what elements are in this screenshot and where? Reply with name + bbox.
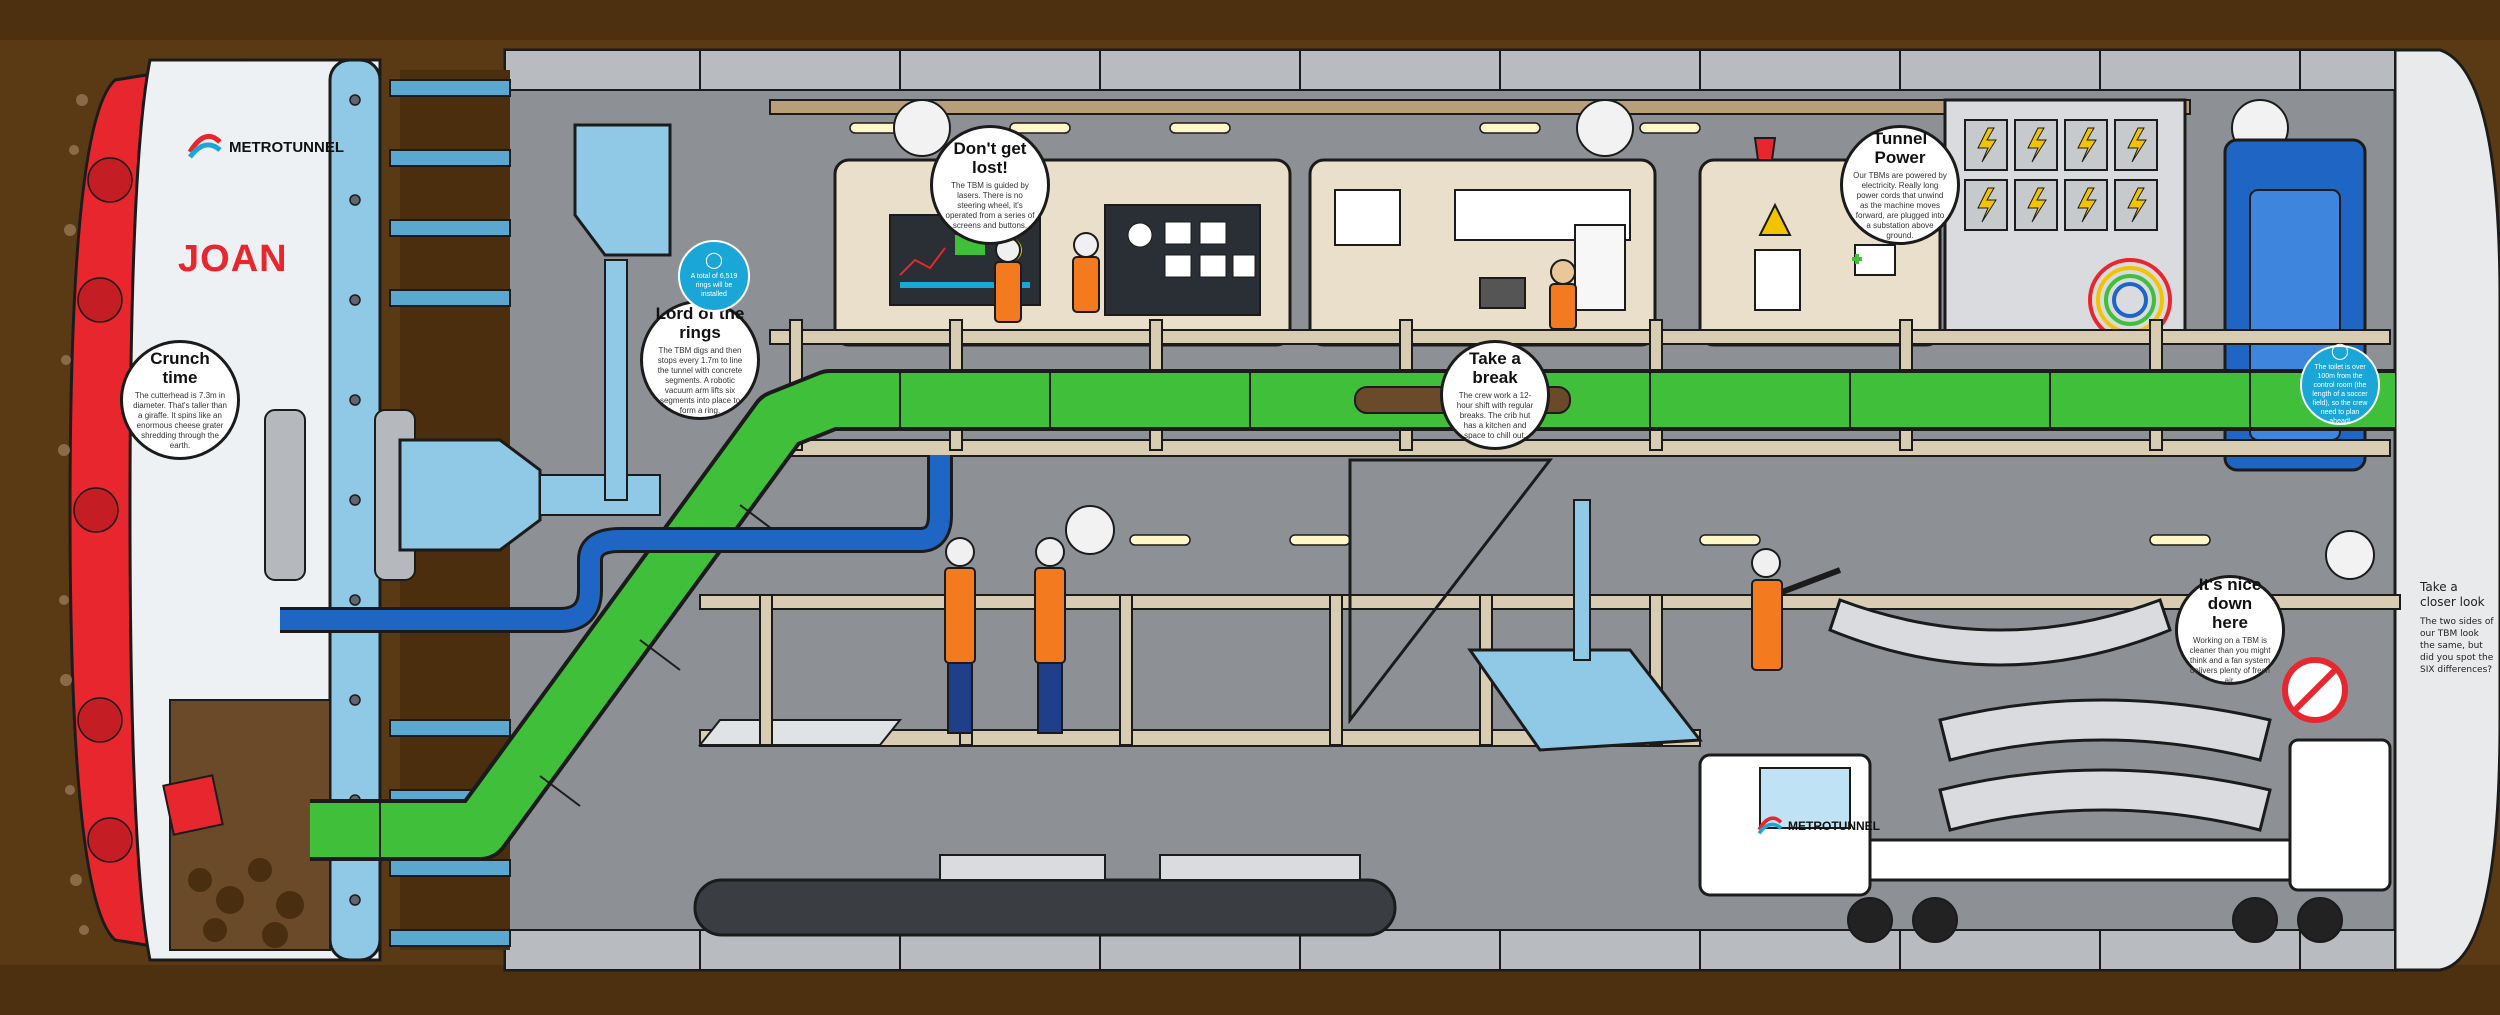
segment-erector-plate — [573, 123, 672, 257]
worker-deck-right — [1034, 537, 1066, 734]
ring-segment-2 — [1938, 698, 2272, 762]
info-icon: ◯ — [705, 252, 723, 269]
callout-its-nice-down-here-title: It's nice down here — [2198, 574, 2262, 632]
erector-column — [604, 259, 628, 501]
callout-crunch-time-body: The cutterhead is 7.3m in diameter. That… — [133, 391, 227, 450]
feeder-column — [1573, 499, 1591, 661]
water-pipe — [280, 455, 950, 630]
conveyor-segment-load-1 — [939, 854, 1106, 881]
worker-waving — [1751, 548, 1842, 671]
rock-chips — [58, 94, 89, 935]
excavation-chamber — [169, 699, 331, 951]
warning-sign-icon — [1758, 202, 1792, 236]
callout-crunch-time-title: Crunch time — [150, 349, 210, 387]
thrust-rams — [389, 79, 511, 947]
fridge — [1574, 224, 1626, 311]
callout-lord-of-the-rings-title: Lord of the rings — [655, 304, 745, 342]
bulkhead-bolts — [349, 94, 361, 906]
slurry-pipe — [310, 373, 2395, 857]
callout-tunnel-power-title: Tunnel Power — [1872, 129, 1928, 167]
ceiling-rail — [769, 99, 2191, 115]
soil-top-band — [0, 0, 2500, 40]
ring-segment-3 — [1938, 768, 2272, 832]
fact-toilet-distance: ◯ The toilet is over 100m from the contr… — [2300, 343, 2380, 425]
closer-look-note: Take a closer look The two sides of our … — [2420, 580, 2495, 676]
callout-take-a-break-body: The crew work a 12-hour shift with regul… — [1456, 391, 1534, 440]
worker-control-room — [994, 237, 1022, 323]
conveyor-belt — [693, 878, 1397, 937]
metrotunnel-logo-text: METROTUNNEL — [229, 138, 344, 156]
upper-deck-rail — [769, 329, 2391, 345]
callout-its-nice-down-here-body: Working on a TBM is cleaner than you mig… — [2189, 635, 2271, 685]
warning-beacon-icon — [1753, 137, 1777, 161]
fact-rings-total-body: A total of 6,519 rings will be installed — [690, 273, 738, 298]
segment-car-wheels — [1847, 897, 2343, 943]
fact-rings-total: ◯ A total of 6,519 rings will be install… — [678, 240, 750, 312]
drive-shaft — [539, 474, 661, 516]
callout-take-a-break: Take a break The crew work a 12-hour shi… — [1440, 340, 1550, 450]
drive-motor-housing — [398, 438, 542, 552]
metrotunnel-logo-icon — [185, 132, 225, 162]
worker-deck-left — [944, 537, 976, 734]
soil-bottom-band — [0, 965, 2500, 1015]
closer-look-title: Take a closer look — [2420, 580, 2485, 609]
safety-notice — [1754, 249, 1801, 311]
segment-car-rear-cab — [2288, 738, 2392, 892]
fact-toilet-distance-body: The toilet is over 100m from the control… — [2312, 364, 2368, 425]
muck-pile — [188, 858, 304, 948]
console-gauges — [1127, 221, 1256, 278]
screw-conveyor-bucket — [162, 774, 224, 836]
callout-dont-get-lost: Don't get lost! The TBM is guided by las… — [930, 125, 1050, 245]
tunnel-end-cap — [2368, 48, 2500, 972]
metrotunnel-vehicle-logo-text: METROTUNNEL — [1788, 819, 1880, 833]
callout-lord-of-the-rings: Lord of the rings The TBM digs and then … — [640, 300, 760, 420]
kitchen-cupboard-left — [1334, 189, 1401, 246]
upper-deck-floor — [769, 439, 2391, 457]
callout-its-nice-down-here: It's nice down here Working on a TBM is … — [2175, 575, 2285, 685]
metrotunnel-logo: METROTUNNEL — [185, 132, 344, 162]
machine-name-label: JOAN — [178, 238, 288, 280]
worker-crib-hut — [1549, 259, 1577, 330]
callout-take-a-break-title: Take a break — [1469, 349, 1521, 387]
callout-tunnel-power-body: Our TBMs are powered by electricity. Rea… — [1853, 171, 1947, 240]
callout-lord-of-the-rings-body: The TBM digs and then stops every 1.7m t… — [657, 346, 743, 415]
tunnel-shell-bottom-lining — [504, 929, 2396, 971]
cutter-discs — [73, 157, 133, 863]
closer-look-body: The two sides of our TBM look the same, … — [2420, 617, 2494, 675]
ring-segment-1 — [1828, 598, 2172, 667]
tunnel-shell-top-lining — [504, 49, 2396, 91]
callout-tunnel-power: Tunnel Power Our TBMs are powered by ele… — [1840, 125, 1960, 245]
lightning-bolt-icons — [1977, 127, 2147, 223]
metrotunnel-vehicle-logo-icon — [1755, 815, 1785, 837]
callout-dont-get-lost-body: The TBM is guided by lasers. There is no… — [945, 181, 1035, 230]
workers — [944, 232, 1842, 734]
callout-crunch-time: Crunch time The cutterhead is 7.3m in di… — [120, 340, 240, 460]
conveyor-segment-load-2 — [1159, 854, 1361, 881]
worker-console — [1072, 232, 1100, 313]
metrotunnel-vehicle-logo: METROTUNNEL — [1755, 815, 1880, 837]
segment-platform — [697, 719, 903, 746]
microwave — [1479, 277, 1526, 309]
lining-segment-joints — [699, 50, 2301, 970]
segment-car-bed — [1868, 838, 2292, 882]
info-icon: ◯ — [2331, 343, 2349, 360]
stairs — [1348, 458, 1554, 725]
callout-dont-get-lost-title: Don't get lost! — [953, 139, 1027, 177]
